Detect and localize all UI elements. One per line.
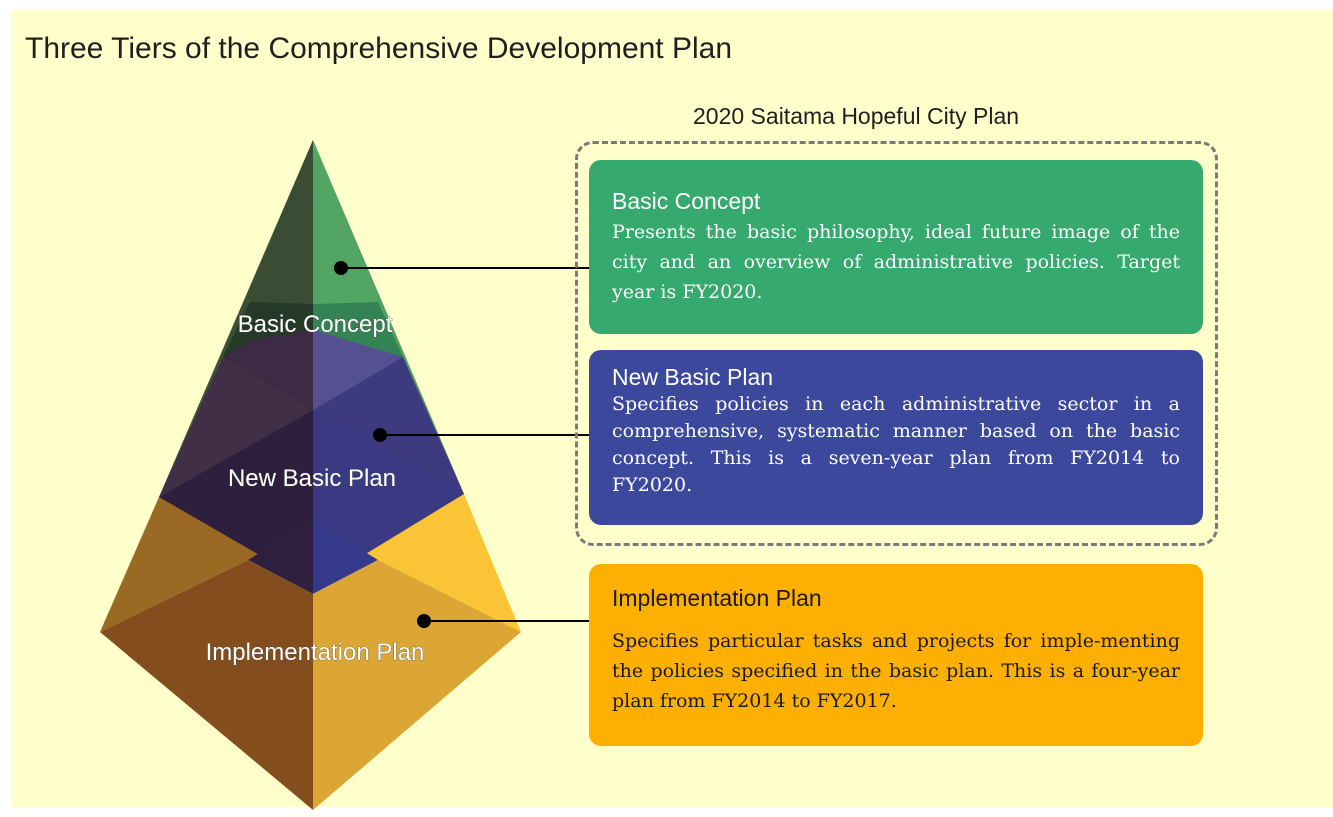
pyramid-mid-upper-left <box>223 330 313 410</box>
connector-dot-basic-concept <box>334 261 348 275</box>
pyramid-bot-back-left <box>100 497 313 632</box>
tier-box-new-basic-plan: New Basic Plan Specifies policies in eac… <box>589 350 1203 525</box>
pyramid-bot-center-left <box>248 520 313 594</box>
connector-dot-new-basic-plan <box>373 428 387 442</box>
pyramid-label-basic-concept: Basic Concept <box>238 311 393 338</box>
tier-description: Presents the basic philosophy, ideal fut… <box>612 221 1180 303</box>
group-title: 2020 Saitama Hopeful City Plan <box>693 103 1020 129</box>
tier-box-implementation-plan: Implementation Plan Specifies particular… <box>589 564 1203 746</box>
connector-dot-implementation-plan <box>417 614 431 628</box>
pyramid-bot-front-left <box>100 560 313 810</box>
tier-title: New Basic Plan <box>612 364 774 390</box>
tier-description: Specifies policies in each administrativ… <box>612 393 1180 496</box>
pyramid-bot-center-right <box>313 520 378 594</box>
tier-description: Specifies particular tasks and projects … <box>612 630 1180 712</box>
tier-box-basic-concept: Basic Concept Presents the basic philoso… <box>589 160 1203 334</box>
pyramid-bot-back-right <box>313 494 521 632</box>
page-title: Three Tiers of the Comprehensive Develop… <box>25 32 733 65</box>
group-frame <box>575 141 1218 546</box>
pyramid-mid-upper-right <box>313 330 403 410</box>
pyramid-label-implementation-plan: Implementation Plan <box>206 639 425 666</box>
tier-title: Basic Concept <box>612 188 761 214</box>
pyramid-bot-front-right <box>313 560 521 810</box>
tier-title: Implementation Plan <box>612 585 822 611</box>
pyramid-label-new-basic-plan: New Basic Plan <box>228 465 396 492</box>
